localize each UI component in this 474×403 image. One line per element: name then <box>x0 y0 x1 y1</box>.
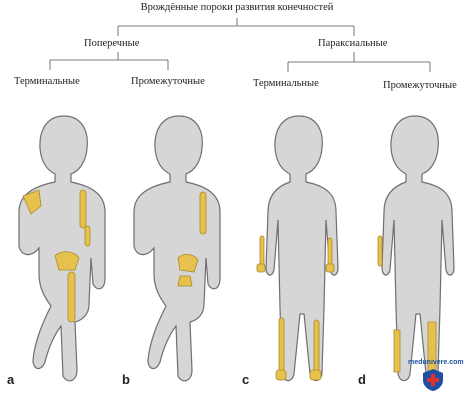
chart-title: Врождённые пороки развития конечностей <box>140 2 334 13</box>
figure-b-child-silhouette: b <box>122 115 221 387</box>
panel-label-b: b <box>122 372 130 387</box>
leaf-paraxial-terminal: Терминальные <box>253 78 319 89</box>
leaf-transverse-terminal: Терминальные <box>14 76 80 87</box>
leaf-paraxial-intercalary: Промежуточные <box>383 80 457 91</box>
watermark-shield-icon <box>423 369 443 391</box>
leaf-transverse-intercalary: Промежуточные <box>131 76 205 87</box>
branch-transverse: Поперечные <box>84 38 140 49</box>
figure-d-child-silhouette: d <box>358 115 455 387</box>
classification-tree-lines <box>49 18 431 72</box>
panel-label-c: c <box>242 372 249 387</box>
panel-label-d: d <box>358 372 366 387</box>
figure-c-child-silhouette: c <box>242 115 339 387</box>
figure-a-child-silhouette: a <box>7 115 106 387</box>
branch-paraxial: Параксиальные <box>318 38 388 49</box>
watermark-text: medunivere.com <box>408 359 464 366</box>
panel-label-a: a <box>7 372 15 387</box>
